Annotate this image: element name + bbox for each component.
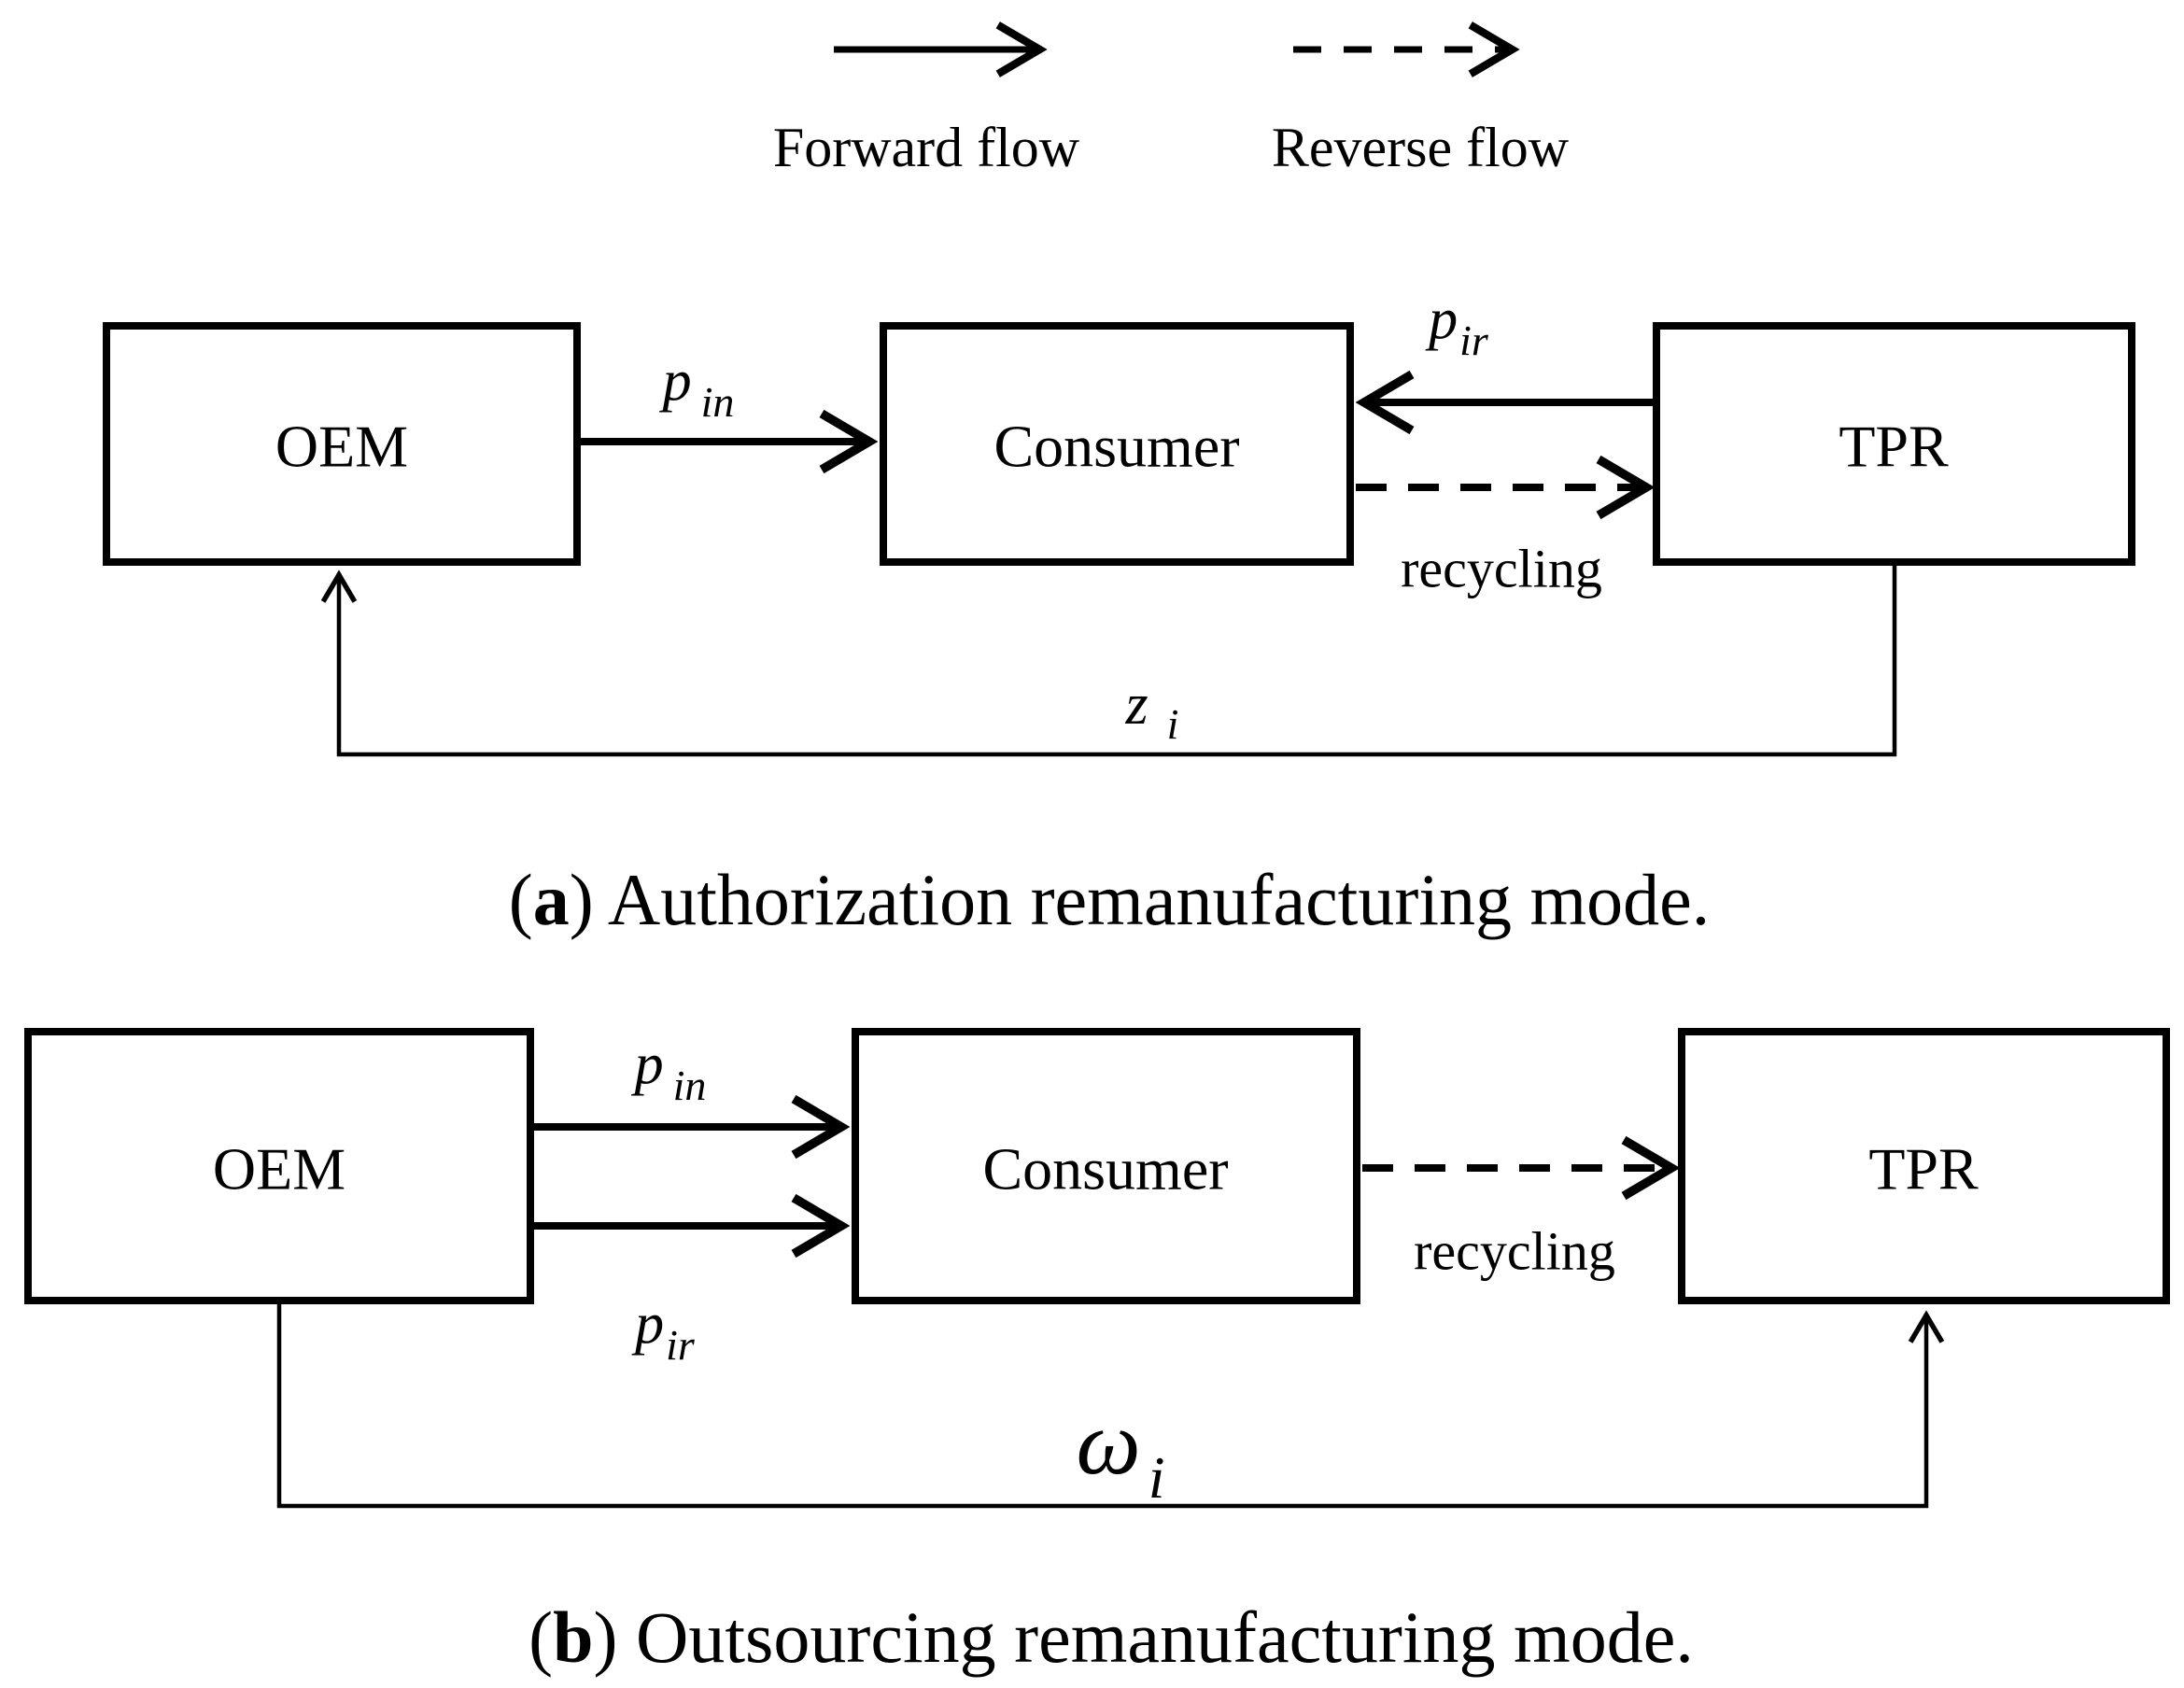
panel-b-omegai-sub: i: [1148, 1444, 1165, 1511]
panel-b-tpr-label: TPR: [1868, 1136, 1979, 1203]
panel-a-oem-label: OEM: [275, 414, 408, 480]
panel-a-caption-letter: a: [533, 859, 570, 940]
panel-b-caption-rest: ) Outsourcing remanufacturing mode.: [594, 1597, 1694, 1678]
panel-b-omegai-base: ω: [1077, 1393, 1141, 1494]
panel-a-zi-base: z: [1125, 673, 1148, 737]
panel-a-consumer-box: [880, 322, 1354, 566]
panel-a-pir-base: p: [1425, 288, 1458, 351]
panel-a-tpr-label: TPR: [1839, 414, 1949, 480]
panel-a-caption-open: (: [509, 859, 533, 940]
panel-b-caption-letter: b: [553, 1597, 593, 1678]
panel-b-tpr-box: [1678, 1028, 2170, 1304]
panel-b-pir-sub: ir: [666, 1321, 696, 1369]
panel-b-pir-label: pir: [631, 1292, 696, 1369]
panel-a-zi-path: [339, 562, 1897, 757]
panel-a-caption-rest: ) Authorization remanufacturing mode.: [570, 859, 1711, 940]
panel-a-pir-label: pir: [1425, 288, 1489, 364]
panel-a-pin-sub: in: [701, 378, 735, 426]
panel-b-consumer-box: [852, 1028, 1360, 1304]
legend: Forward flow Reverse flow: [773, 49, 1570, 178]
panel-a-pin-base: p: [659, 349, 692, 413]
panel-a-caption: (a) Authorization remanufacturing mode.: [509, 859, 1711, 940]
panel-b-recycling-label: recycling: [1414, 1221, 1615, 1282]
panel-b-pir-base: p: [631, 1292, 664, 1356]
panel-b-oem-label: OEM: [213, 1136, 345, 1203]
panel-b-pin-sub: in: [673, 1062, 707, 1109]
panel-b-pin-base: p: [631, 1033, 664, 1096]
panel-b-consumer-label: Consumer: [982, 1136, 1228, 1203]
legend-forward-label: Forward flow: [773, 117, 1080, 178]
panel-a-zi-sub: i: [1167, 700, 1179, 748]
panel-a-recycling-label: recycling: [1401, 539, 1602, 599]
panel-b-caption-open: (: [528, 1597, 553, 1678]
panel-a-consumer-label: Consumer: [993, 414, 1239, 480]
panel-b-caption: (b) Outsourcing remanufacturing mode.: [528, 1597, 1694, 1678]
panel-b-omegai-path: [276, 1301, 1926, 1509]
panel-a-pir-sub: ir: [1459, 316, 1489, 364]
legend-reverse-label: Reverse flow: [1272, 117, 1570, 178]
